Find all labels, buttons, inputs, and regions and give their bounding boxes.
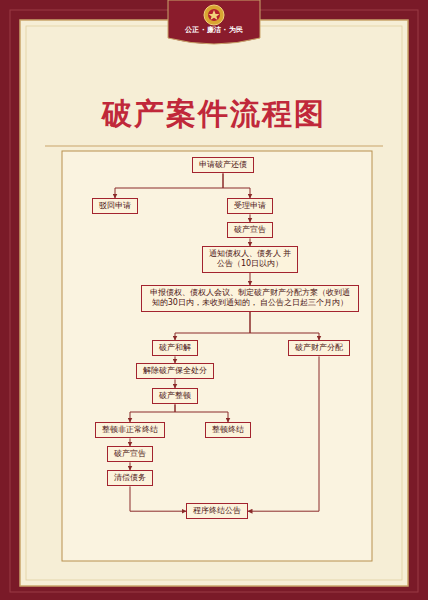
flow-arrow	[130, 404, 175, 422]
flow-arrow	[175, 379, 176, 388]
box-text: 整顿非正常终结	[102, 425, 158, 435]
flow-arrow	[250, 214, 251, 222]
flow-arrow	[250, 312, 319, 340]
diagram-title: 破产案件流程图	[0, 96, 428, 132]
flow-arrow	[130, 462, 131, 470]
process-box: 破产财产分配	[288, 340, 350, 356]
badge-motto: 公正 · 廉洁 · 为民	[168, 27, 260, 35]
flow-arrow	[250, 273, 251, 285]
box-text: 申请破产还债	[199, 160, 247, 170]
process-box: 驳回申请	[92, 198, 138, 214]
flow-arrow	[175, 404, 228, 422]
process-box: 整顿非正常终结	[95, 422, 165, 438]
box-text: 申报债权、债权人会议、制定破产财产分配方案（收到通知的30日内，未收到通知的， …	[147, 288, 353, 309]
box-text: 整顿终结	[212, 425, 244, 435]
flow-arrow	[130, 438, 131, 446]
process-box: 清偿债务	[107, 470, 153, 486]
flow-arrow	[115, 173, 223, 198]
flow-arrow	[250, 238, 251, 246]
flow-arrow	[223, 173, 250, 198]
flow-arrow	[175, 356, 176, 363]
box-text: 通知债权人、债务人 并公告（10日以内）	[208, 249, 292, 270]
process-box: 申报债权、债权人会议、制定破产财产分配方案（收到通知的30日内，未收到通知的， …	[141, 285, 359, 312]
process-box: 整顿终结	[205, 422, 251, 438]
flow-arrow	[130, 486, 186, 511]
box-text: 驳回申请	[99, 201, 131, 211]
box-text: 破产宣告	[234, 225, 266, 235]
flow-arrow	[175, 312, 250, 340]
process-box: 申请破产还债	[192, 157, 254, 173]
process-box: 破产和解	[152, 340, 198, 356]
box-text: 破产财产分配	[295, 343, 343, 353]
flow-arrow	[248, 356, 319, 511]
box-text: 破产宣告	[114, 449, 146, 459]
box-text: 破产和解	[159, 343, 191, 353]
box-text: 解除破产保全处分	[143, 366, 207, 376]
box-text: 受理申请	[234, 201, 266, 211]
process-box: 解除破产保全处分	[136, 363, 214, 379]
process-box: 破产宣告	[227, 222, 273, 238]
process-box: 受理申请	[227, 198, 273, 214]
box-text: 程序终结公告	[193, 506, 241, 516]
process-box: 程序终结公告	[186, 503, 248, 519]
box-text: 清偿债务	[114, 473, 146, 483]
box-text: 破产整顿	[159, 391, 191, 401]
process-box: 通知债权人、债务人 并公告（10日以内）	[202, 246, 298, 273]
process-box: 破产宣告	[107, 446, 153, 462]
process-box: 破产整顿	[152, 388, 198, 404]
